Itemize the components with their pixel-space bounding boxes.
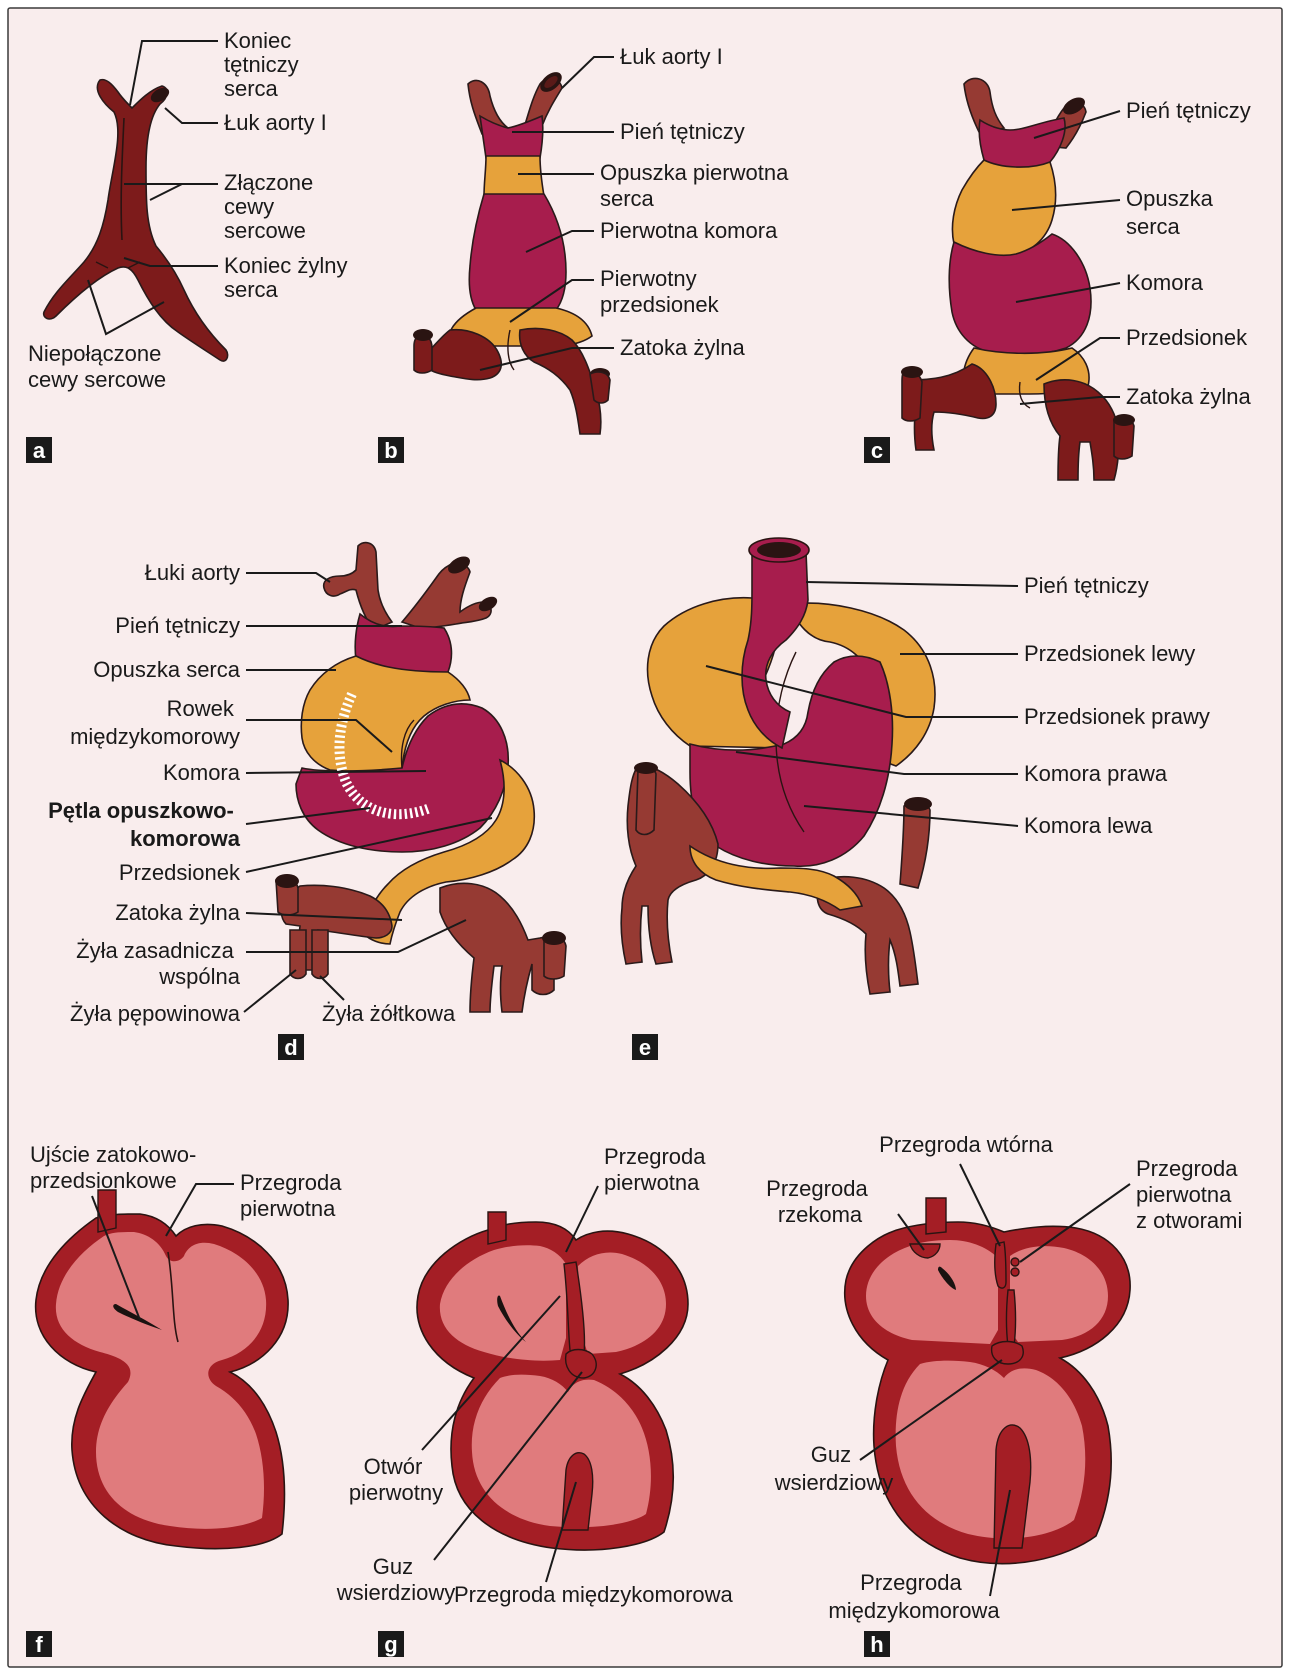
vein-right-e-opening	[904, 797, 932, 811]
label-unfused-tubes: Niepołączone cewy sercowe	[28, 341, 167, 392]
label-sinus-c: Zatoka żylna	[1126, 384, 1251, 409]
septum-hole-1	[1011, 1258, 1019, 1266]
panel-letter-h: h	[870, 1632, 883, 1657]
label-ventricle-b: Pierwotna komora	[600, 218, 778, 243]
panel-letter-d: d	[284, 1035, 297, 1060]
cavity-h-atria	[866, 1240, 1108, 1344]
label-aortic-arch-b: Łuk aorty I	[620, 44, 723, 69]
left-vein-opening-c	[901, 366, 923, 378]
outflow-h	[926, 1198, 946, 1234]
left-vein-c	[902, 371, 922, 421]
vein-right-opening-d	[542, 931, 566, 945]
left-vein-b	[414, 336, 432, 374]
label-right-ventricle-e: Komora prawa	[1024, 761, 1168, 786]
label-septum-primum-h: Przegroda pierwotna z otworami	[1136, 1156, 1244, 1233]
label-iv-septum-g: Przegroda międzykomorowa	[454, 1582, 734, 1607]
vein-left-e	[636, 767, 656, 835]
label-sa-orifice-f: Ujście zatokowo- przedsionkowe	[30, 1142, 202, 1193]
outflow-f	[98, 1190, 116, 1232]
label-truncus-e: Pień tętniczy	[1024, 573, 1149, 598]
label-atrium-b: Pierwotny przedsionek	[600, 266, 720, 317]
septum-secundum-h	[995, 1242, 1006, 1288]
bulbus-segment-b	[484, 156, 544, 196]
label-atrium-c: Przedsionek	[1126, 325, 1248, 350]
panel-letter-e: e	[639, 1035, 651, 1060]
label-umbilical-d: Żyła pępowinowa	[70, 1001, 241, 1026]
label-truncus-d: Pień tętniczy	[115, 613, 240, 638]
iv-septum-g	[562, 1453, 593, 1530]
label-ventricle-c: Komora	[1126, 270, 1204, 295]
endocardial-cushion-h	[992, 1342, 1024, 1365]
label-right-atrium-e: Przedsionek prawy	[1024, 704, 1210, 729]
vein-left-e-opening	[634, 762, 658, 774]
label-aortic-arches-d: Łuki aorty	[145, 560, 240, 585]
label-septum-primum-f: Przegroda pierwotna	[240, 1170, 348, 1221]
left-vein-opening-b	[413, 329, 433, 341]
panel-letter-b: b	[384, 438, 397, 463]
label-vitelline-d: Żyła żółtkowa	[322, 1001, 456, 1026]
label-bulbus-d: Opuszka serca	[93, 657, 240, 682]
label-truncus-b: Pień tętniczy	[620, 119, 745, 144]
right-vein-opening-c	[1113, 414, 1135, 426]
truncus-opening-e	[757, 542, 801, 558]
ventricle-segment-c	[949, 234, 1091, 355]
septum-primum-h	[1007, 1290, 1016, 1346]
label-atrium-d: Przedsionek	[119, 860, 241, 885]
panel-letter-f: f	[35, 1632, 43, 1657]
label-sinus-d: Zatoka żylna	[115, 900, 240, 925]
septum-hole-2	[1011, 1268, 1019, 1276]
panel-letter-g: g	[384, 1632, 397, 1657]
label-sinus-b: Zatoka żylna	[620, 335, 745, 360]
label-truncus-c: Pień tętniczy	[1126, 98, 1251, 123]
vein-left-opening-d	[275, 874, 299, 888]
label-septum-primum-g: Przegroda pierwotna	[604, 1144, 712, 1195]
label-aortic-arch-a: Łuk aorty I	[224, 110, 327, 135]
label-left-atrium-e: Przedsionek lewy	[1024, 641, 1195, 666]
umbilical-vein-d	[290, 930, 306, 979]
panel-letter-a: a	[33, 438, 46, 463]
label-ventricle-d: Komora	[163, 760, 241, 785]
ventricle-segment-b	[469, 194, 566, 310]
panel-letter-c: c	[871, 438, 883, 463]
outflow-g	[488, 1212, 506, 1244]
label-septum-secundum-h: Przegroda wtórna	[879, 1132, 1053, 1157]
label-septum-spurium-h: Przegroda rzekoma	[766, 1176, 874, 1227]
right-vein-b	[590, 372, 610, 403]
vitelline-vein-d	[312, 930, 328, 979]
label-left-ventricle-e: Komora lewa	[1024, 813, 1153, 838]
